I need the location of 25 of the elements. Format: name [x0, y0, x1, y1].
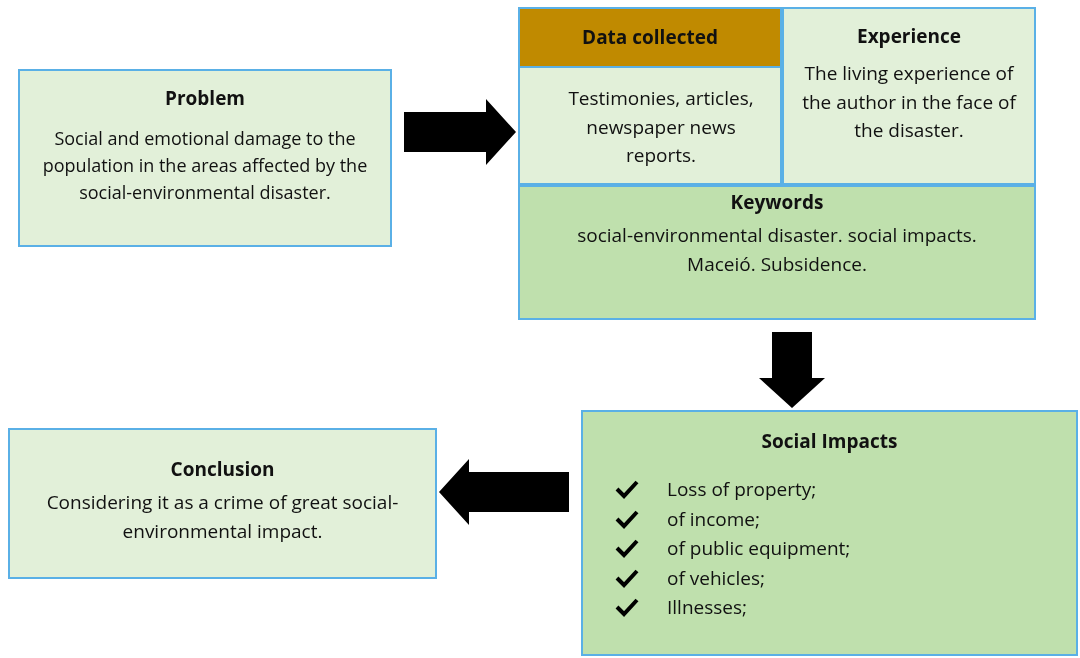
block-arrow [439, 459, 569, 525]
block-arrow [404, 99, 516, 165]
list-item: of income; [667, 505, 760, 532]
list-item: of vehicles; [667, 564, 765, 591]
heading: Keywords [729, 189, 825, 215]
body-text: Testimonies, articles, newspaper news reports. [567, 84, 755, 170]
body-text: Social and emotional damage to the population in the areas affected by the social-environmental disaster. [41, 125, 369, 206]
data-box [518, 7, 782, 185]
heading: Problem [164, 85, 246, 111]
header-bar: Data collected [520, 9, 780, 68]
list-item: Loss of property; [667, 476, 817, 502]
body-text: Considering it as a crime of great social-environmental impact. [45, 488, 400, 545]
list-item: of public equipment; [667, 535, 851, 561]
experience-box [782, 7, 1036, 185]
heading: Experience [856, 23, 962, 49]
block-arrow [759, 332, 825, 408]
body-text: The living experience of the author in the face of the disaster. [801, 59, 1018, 145]
body-text: social-environmental disaster. social impacts. Maceió. Subsidence. [576, 221, 978, 278]
conclusion-box [8, 428, 437, 579]
impacts-box [581, 410, 1078, 656]
heading: Social Impacts [760, 428, 899, 454]
keywords-box [518, 185, 1036, 320]
problem-box [18, 69, 392, 247]
list-item: Illnesses; [667, 594, 748, 620]
heading: Conclusion [169, 456, 276, 482]
